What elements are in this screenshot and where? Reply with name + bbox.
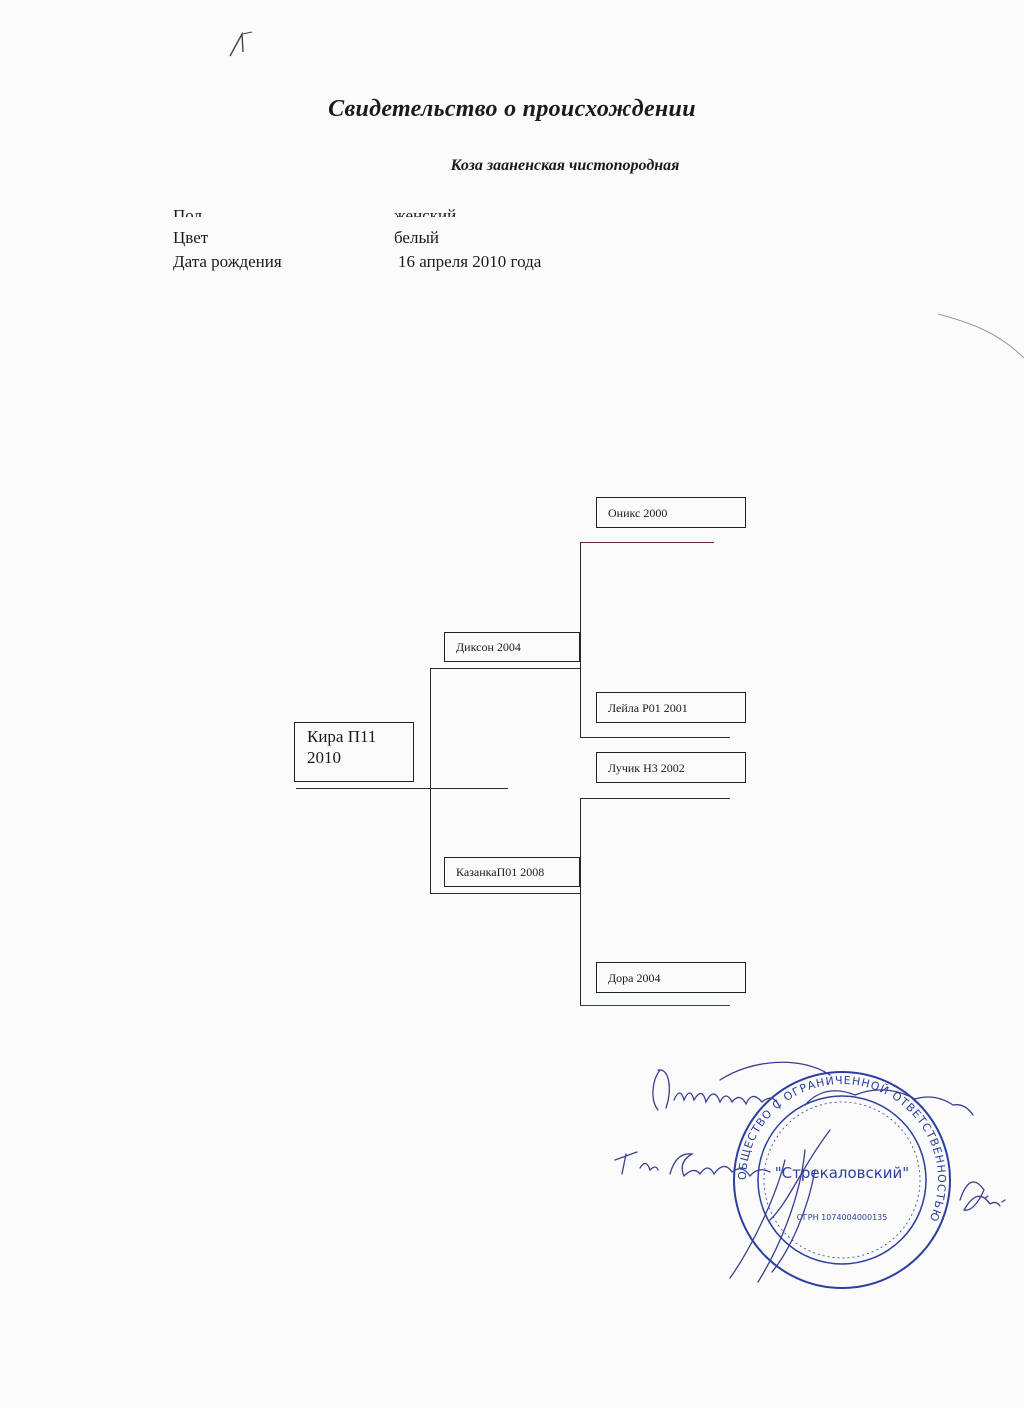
subject-connector [296, 788, 508, 790]
scan-edge-mark [937, 312, 1024, 367]
sire-sire-box: Оникс 2000 [596, 497, 746, 528]
stamp-center-text: "Стрекаловский" [775, 1164, 909, 1182]
field-value-sex: женский [394, 206, 457, 217]
sire-sire-underline [580, 542, 714, 544]
dam-dam-name: Дора 2004 [608, 970, 661, 985]
sire-dam-underline [580, 737, 730, 739]
field-value-birthdate: 16 апреля 2010 года [398, 252, 542, 271]
dam-dam-box: Дора 2004 [596, 962, 746, 993]
sire-sire-name: Оникс 2000 [608, 505, 668, 520]
sire-name: Диксон 2004 [456, 640, 521, 654]
parents-bracket [430, 668, 432, 894]
sire-box: Диксон 2004 [444, 632, 580, 662]
field-label-sex: Пол [173, 206, 203, 217]
dam-sire-underline [580, 798, 730, 800]
dam-underline [430, 893, 580, 895]
dam-box: КазанкаП01 2008 [444, 857, 580, 887]
signature-svg: ОБЩЕСТВО С ОГРАНИЧЕННОЙ ОТВЕТСТВЕННОСТЬЮ… [614, 1061, 1006, 1289]
document-title: Свидетельство о происхождении [328, 96, 696, 122]
stamp-ogrn: ОГРН 1074004000135 [797, 1213, 888, 1222]
subject-name: Кира П11 2010 [307, 727, 377, 767]
round-stamp: ОБЩЕСТВО С ОГРАНИЧЕННОЙ ОТВЕТСТВЕННОСТЬЮ… [733, 1071, 951, 1289]
signature-and-stamp: ОБЩЕСТВО С ОГРАНИЧЕННОЙ ОТВЕТСТВЕННОСТЬЮ… [600, 1050, 1010, 1295]
document-subtitle: Коза зааненская чистопородная [450, 157, 680, 174]
dam-sire-box: Лучик Н3 2002 [596, 752, 746, 783]
field-label-color: Цвет [173, 228, 209, 247]
handwriting-signature [614, 1061, 1006, 1283]
subject-box: Кира П11 2010 [294, 722, 414, 782]
field-label-birthdate: Дата рождения [173, 252, 282, 271]
sire-bracket [580, 542, 582, 738]
corner-handwritten-mark [226, 30, 256, 65]
sire-underline [430, 668, 580, 670]
dam-name: КазанкаП01 2008 [456, 865, 545, 879]
sire-dam-box: Лейла Р01 2001 [596, 692, 746, 723]
sire-dam-name: Лейла Р01 2001 [608, 700, 688, 715]
dam-dam-underline [580, 1005, 730, 1007]
dam-bracket [580, 798, 582, 1006]
field-value-color: белый [394, 228, 439, 247]
dam-sire-name: Лучик Н3 2002 [608, 760, 685, 775]
